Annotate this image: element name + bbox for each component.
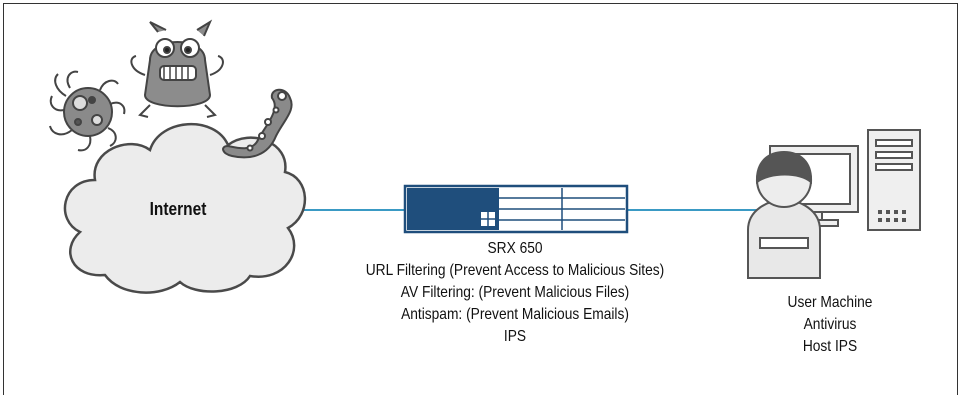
figure-frame: [3, 3, 958, 395]
srx-650-device: [403, 184, 629, 234]
antivirus-label: Antivirus: [803, 316, 857, 333]
user-icon: [747, 150, 821, 279]
feature-ips: IPS: [503, 328, 527, 345]
device-port-grid: [499, 188, 625, 230]
virus-icon: [49, 70, 126, 152]
srx-description: SRX 650 URL Filtering (Prevent Access to…: [330, 238, 700, 348]
gremlin-icon: [130, 19, 224, 118]
device-name: SRX 650: [487, 240, 543, 257]
feature-url-filtering: URL Filtering (Prevent Access to Malicio…: [365, 262, 665, 279]
host-ips-label: Host IPS: [802, 338, 858, 355]
internet-label: Internet: [149, 199, 207, 219]
feature-av-filtering: AV Filtering: (Prevent Malicious Files): [400, 284, 630, 301]
user-machine-label: User Machine: [787, 294, 873, 311]
user-description: User Machine Antivirus Host IPS: [753, 292, 908, 358]
tower-pc-icon: [867, 129, 921, 231]
feature-antispam: Antispam: (Prevent Malicious Emails): [401, 306, 629, 323]
worm-icon: [222, 88, 293, 159]
